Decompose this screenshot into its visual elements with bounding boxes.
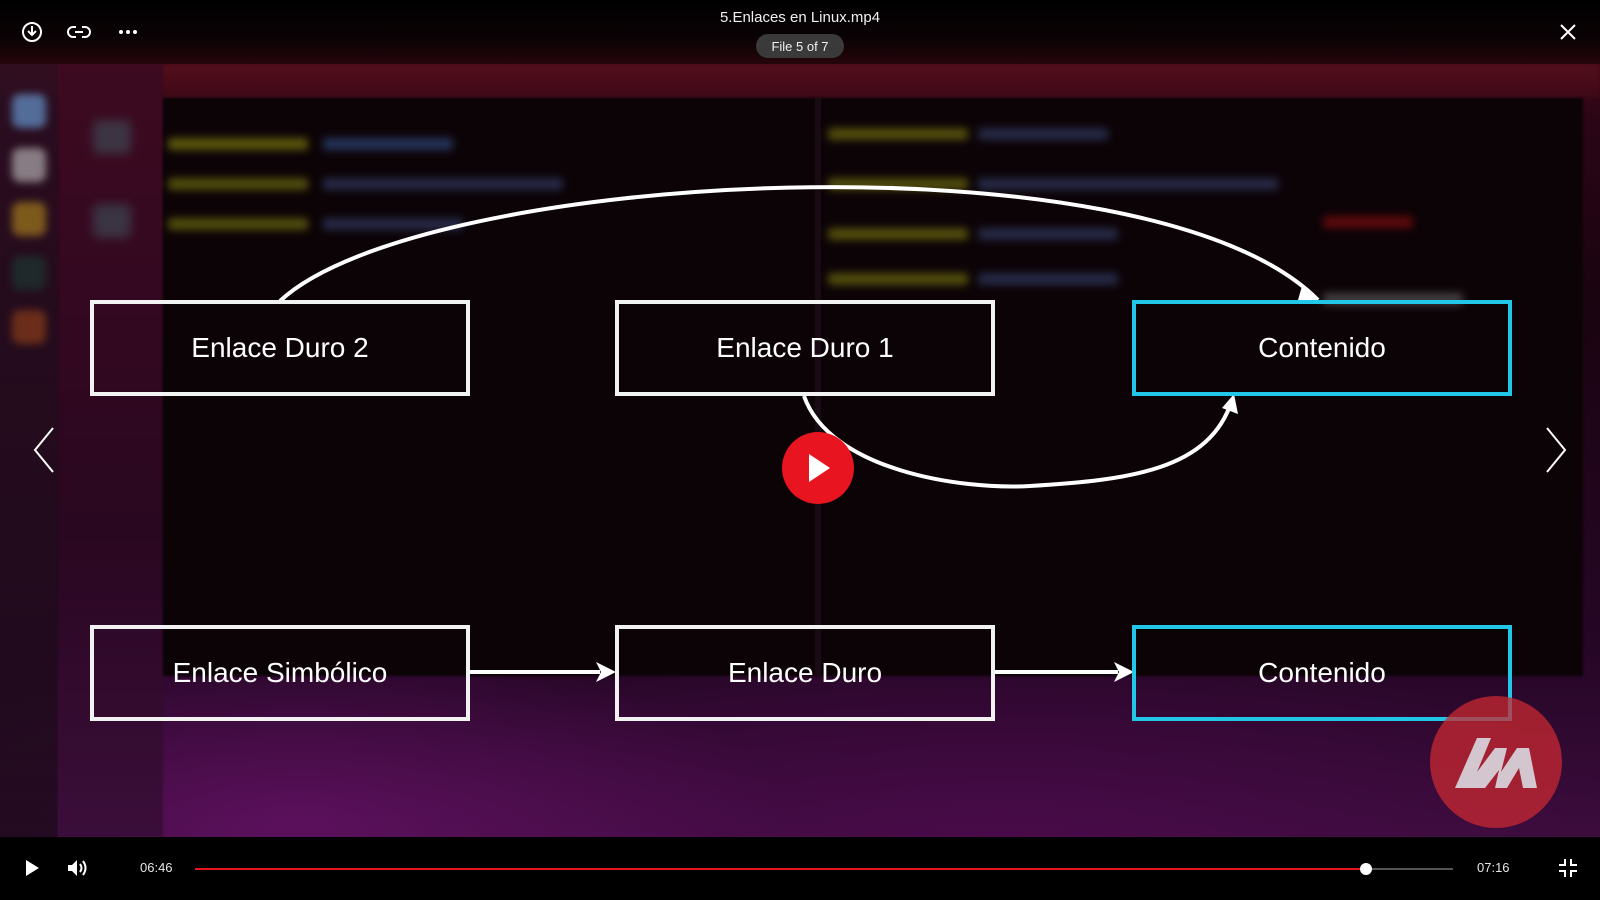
more-options-button[interactable]	[110, 14, 146, 50]
big-play-button[interactable]	[782, 432, 854, 504]
dock-app-icon	[12, 94, 46, 128]
dock-app-icon	[12, 202, 46, 236]
arrowhead	[596, 662, 616, 682]
current-time: 06:46	[140, 860, 173, 875]
arrowhead	[1114, 662, 1134, 682]
terminal-window	[163, 98, 1583, 676]
terminal-split	[815, 98, 821, 676]
channel-logo-icon	[1455, 738, 1537, 788]
next-arrow-icon	[1546, 427, 1567, 473]
node-contenido: Contenido	[1132, 300, 1512, 396]
link-icon	[67, 26, 91, 38]
file-counter-badge: File 5 of 7	[756, 34, 844, 58]
volume-icon	[68, 860, 87, 876]
seek-bar-progress	[195, 868, 1367, 870]
video-frame	[0, 64, 1600, 837]
node-enlace-duro-2: Enlace Duro 2	[90, 300, 470, 396]
more-icon	[119, 30, 137, 34]
desktop-top-bar	[0, 64, 1600, 98]
play-button[interactable]	[14, 850, 50, 886]
node-contenido: Contenido	[1132, 625, 1512, 721]
node-enlace-duro: Enlace Duro	[615, 625, 995, 721]
dock-app-icon	[12, 310, 46, 344]
play-icon	[26, 860, 39, 876]
close-button[interactable]	[1550, 14, 1586, 50]
desktop-area	[58, 64, 163, 837]
arrow-duro2-to-contenido	[278, 185, 1320, 303]
previous-file-button[interactable]	[24, 420, 64, 480]
desktop-icon	[93, 120, 131, 154]
download-icon	[22, 22, 42, 42]
exit-fullscreen-button[interactable]	[1550, 850, 1586, 886]
node-enlace-simbolico: Enlace Simbólico	[90, 625, 470, 721]
channel-watermark	[1430, 696, 1562, 828]
seek-bar[interactable]	[195, 863, 1453, 875]
fullscreen-exit-icon	[1559, 859, 1577, 877]
seek-bar-thumb[interactable]	[1360, 863, 1373, 875]
dock-app-icon	[12, 256, 46, 290]
file-title: 5.Enlaces en Linux.mp4	[719, 9, 881, 26]
desktop-icon	[93, 204, 131, 238]
play-icon	[809, 454, 830, 482]
arrowhead	[1298, 286, 1320, 302]
download-button[interactable]	[14, 14, 50, 50]
next-file-button[interactable]	[1536, 420, 1576, 480]
dock-app-icon	[12, 148, 46, 182]
arrow-duro1-to-contenido	[802, 395, 1234, 489]
total-time: 07:16	[1477, 860, 1510, 875]
copy-link-button[interactable]	[61, 14, 97, 50]
desktop-dock	[0, 64, 58, 837]
viewer-header: 5.Enlaces en Linux.mp4 File 5 of 7	[0, 0, 1600, 64]
prev-arrow-icon	[33, 427, 54, 473]
arrowhead	[1222, 394, 1238, 414]
player-controls: 06:46 07:16	[0, 837, 1600, 900]
close-icon	[1560, 24, 1576, 40]
volume-button[interactable]	[60, 850, 96, 886]
node-enlace-duro-1: Enlace Duro 1	[615, 300, 995, 396]
